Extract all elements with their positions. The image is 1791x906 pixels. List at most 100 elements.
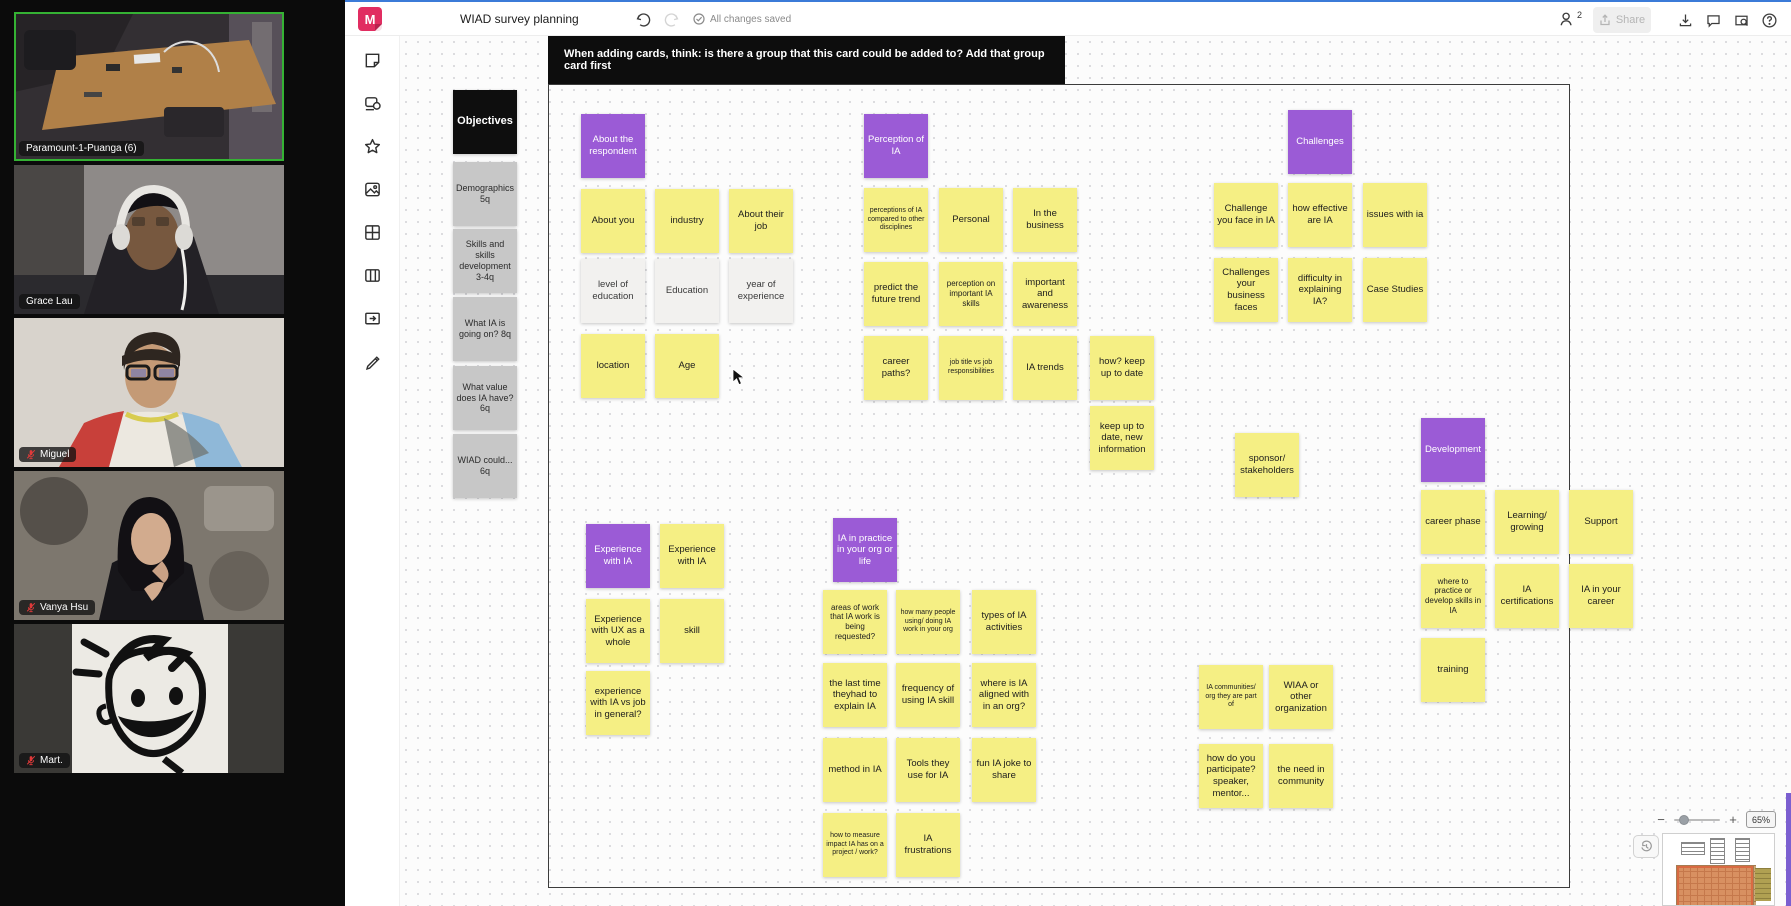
- table-tool[interactable]: [359, 262, 385, 288]
- instruction-banner[interactable]: When adding cards, think: is there a gro…: [548, 36, 1065, 84]
- sticky-note[interactable]: career paths?: [864, 336, 928, 400]
- search-frame-icon: [1734, 15, 1748, 26]
- sticky-note[interactable]: Challenge you face in IA: [1214, 183, 1278, 247]
- sticky-note[interactable]: the last time theyhad to explain IA: [823, 663, 887, 727]
- find-on-board-button[interactable]: [1731, 10, 1751, 30]
- minimap-viewport[interactable]: [1677, 866, 1753, 905]
- board-title[interactable]: WIAD survey planning: [460, 12, 579, 26]
- sticky-note[interactable]: Tools they use for IA: [896, 738, 960, 802]
- sticky-note[interactable]: Case Studies: [1363, 258, 1427, 322]
- templates-tool[interactable]: [359, 90, 385, 116]
- sticky-note[interactable]: About their job: [729, 189, 793, 253]
- sticky-note[interactable]: Support: [1569, 490, 1633, 554]
- sticky-note[interactable]: method in IA: [823, 738, 887, 802]
- zoom-slider-knob[interactable]: [1679, 814, 1689, 825]
- sticky-note[interactable]: Skills and skills development 3-4q: [453, 229, 517, 293]
- export-button[interactable]: [1675, 10, 1695, 30]
- zoom-slider[interactable]: [1674, 814, 1720, 825]
- sticky-note[interactable]: WIAD could... 6q: [453, 434, 517, 498]
- group-header-note[interactable]: IA in practice in your org or life: [833, 518, 897, 582]
- participant-tile-miguel[interactable]: Miguel: [14, 318, 284, 467]
- sticky-note[interactable]: IA trends: [1013, 336, 1077, 400]
- sticky-note[interactable]: level of education: [581, 259, 645, 323]
- sticky-note[interactable]: predict the future trend: [864, 262, 928, 326]
- zoom-level-badge[interactable]: 65%: [1746, 811, 1776, 828]
- sticky-note[interactable]: What IA is going on? 8q: [453, 297, 517, 361]
- pen-tool[interactable]: [359, 348, 385, 374]
- participant-tile-vanya[interactable]: Vanya Hsu: [14, 471, 284, 620]
- people-icon: [1560, 12, 1572, 26]
- sticky-note[interactable]: the need in community: [1269, 744, 1333, 808]
- sticky-note[interactable]: where to practice or develop skills in I…: [1421, 564, 1485, 628]
- minimap-board-content: [1676, 865, 1756, 905]
- sticky-note[interactable]: skill: [660, 599, 724, 663]
- sticky-note[interactable]: frequency of using IA skill: [896, 663, 960, 727]
- help-button[interactable]: [1759, 10, 1779, 30]
- participant-tile-grace[interactable]: Grace Lau: [14, 165, 284, 314]
- shapes-tool[interactable]: [359, 219, 385, 245]
- sticky-note[interactable]: IA in your career: [1569, 564, 1633, 628]
- sticky-note[interactable]: sponsor/ stakeholders: [1235, 433, 1299, 497]
- sticky-note[interactable]: perceptions of IA compared to other disc…: [864, 188, 928, 252]
- sticky-note[interactable]: location: [581, 334, 645, 398]
- group-header-note[interactable]: Challenges: [1288, 110, 1352, 174]
- sticky-note[interactable]: About you: [581, 189, 645, 253]
- sticky-note[interactable]: Experience with IA: [660, 524, 724, 588]
- sticky-note[interactable]: how many people using/ doing IA work in …: [896, 590, 960, 654]
- sticky-note[interactable]: important and awareness: [1013, 262, 1077, 326]
- sticky-note[interactable]: IA communities/ org they are part of: [1199, 665, 1263, 729]
- sticky-note[interactable]: In the business: [1013, 188, 1077, 252]
- sticky-note[interactable]: job title vs job responsibilities: [939, 336, 1003, 400]
- group-header-note[interactable]: About the respondent: [581, 114, 645, 178]
- sticky-note[interactable]: Experience with UX as a whole: [586, 599, 650, 663]
- sticky-note[interactable]: where is IA aligned with in an org?: [972, 663, 1036, 727]
- group-header-note[interactable]: Development: [1421, 418, 1485, 482]
- participant-tile-paramount[interactable]: Paramount-1-Puanga (6): [14, 12, 284, 161]
- sticky-note[interactable]: types of IA activities: [972, 590, 1036, 654]
- sticky-note[interactable]: industry: [655, 189, 719, 253]
- sticky-note[interactable]: how? keep up to date: [1090, 336, 1154, 400]
- sticky-note[interactable]: how effective are IA: [1288, 183, 1352, 247]
- sticky-note[interactable]: Personal: [939, 188, 1003, 252]
- sticky-note[interactable]: IA frustrations: [896, 813, 960, 877]
- miro-logo[interactable]: M: [358, 7, 382, 31]
- sticky-note[interactable]: Learning/ growing: [1495, 490, 1559, 554]
- sticky-note[interactable]: IA certifications: [1495, 564, 1559, 628]
- minimap-settings-button[interactable]: [1633, 835, 1659, 858]
- sticky-note[interactable]: Age: [655, 334, 719, 398]
- sticky-note[interactable]: fun IA joke to share: [972, 738, 1036, 802]
- sticky-note[interactable]: Education: [655, 259, 719, 323]
- sticky-note[interactable]: WIAA or other organization: [1269, 665, 1333, 729]
- zoom-in-button[interactable]: +: [1729, 812, 1737, 827]
- sticky-note[interactable]: Demographics 5q: [453, 162, 517, 226]
- comments-button[interactable]: [1703, 10, 1723, 30]
- sticky-note[interactable]: how do you participate? speaker, mentor.…: [1199, 744, 1263, 808]
- sticky-note[interactable]: issues with ia: [1363, 183, 1427, 247]
- share-button[interactable]: Share: [1593, 7, 1651, 33]
- frame-tool[interactable]: [359, 305, 385, 331]
- group-header-note[interactable]: Perception of IA: [864, 114, 928, 178]
- sticky-note[interactable]: perception on important IA skills: [939, 262, 1003, 326]
- image-tool[interactable]: [359, 176, 385, 202]
- sticky-note[interactable]: areas of work that IA work is being requ…: [823, 590, 887, 654]
- sticky-note[interactable]: keep up to date, new information: [1090, 406, 1154, 470]
- group-header-note[interactable]: Experience with IA: [586, 524, 650, 588]
- sticky-note[interactable]: career phase: [1421, 490, 1485, 554]
- sticky-note[interactable]: What value does IA have? 6q: [453, 366, 517, 430]
- minimap[interactable]: [1662, 833, 1775, 906]
- sticky-note[interactable]: year of experience: [729, 259, 793, 323]
- undo-button[interactable]: [633, 10, 653, 30]
- board-canvas[interactable]: When adding cards, think: is there a gro…: [400, 36, 1791, 906]
- zoom-out-button[interactable]: −: [1657, 812, 1665, 827]
- group-header-note[interactable]: Objectives: [453, 90, 517, 154]
- sticky-note[interactable]: difficulty in explaining IA?: [1288, 258, 1352, 322]
- participant-tile-mart[interactable]: Mart.: [14, 624, 284, 773]
- redo-button[interactable]: [661, 10, 681, 30]
- star-tool[interactable]: [359, 133, 385, 159]
- sticky-note[interactable]: training: [1421, 638, 1485, 702]
- sticky-note-tool[interactable]: [359, 47, 385, 73]
- sticky-note[interactable]: Challenges your business faces: [1214, 258, 1278, 322]
- collaborators-button[interactable]: 2: [1558, 10, 1582, 28]
- sticky-note[interactable]: how to measure impact IA has on a projec…: [823, 813, 887, 877]
- sticky-note[interactable]: experience with IA vs job in general?: [586, 671, 650, 735]
